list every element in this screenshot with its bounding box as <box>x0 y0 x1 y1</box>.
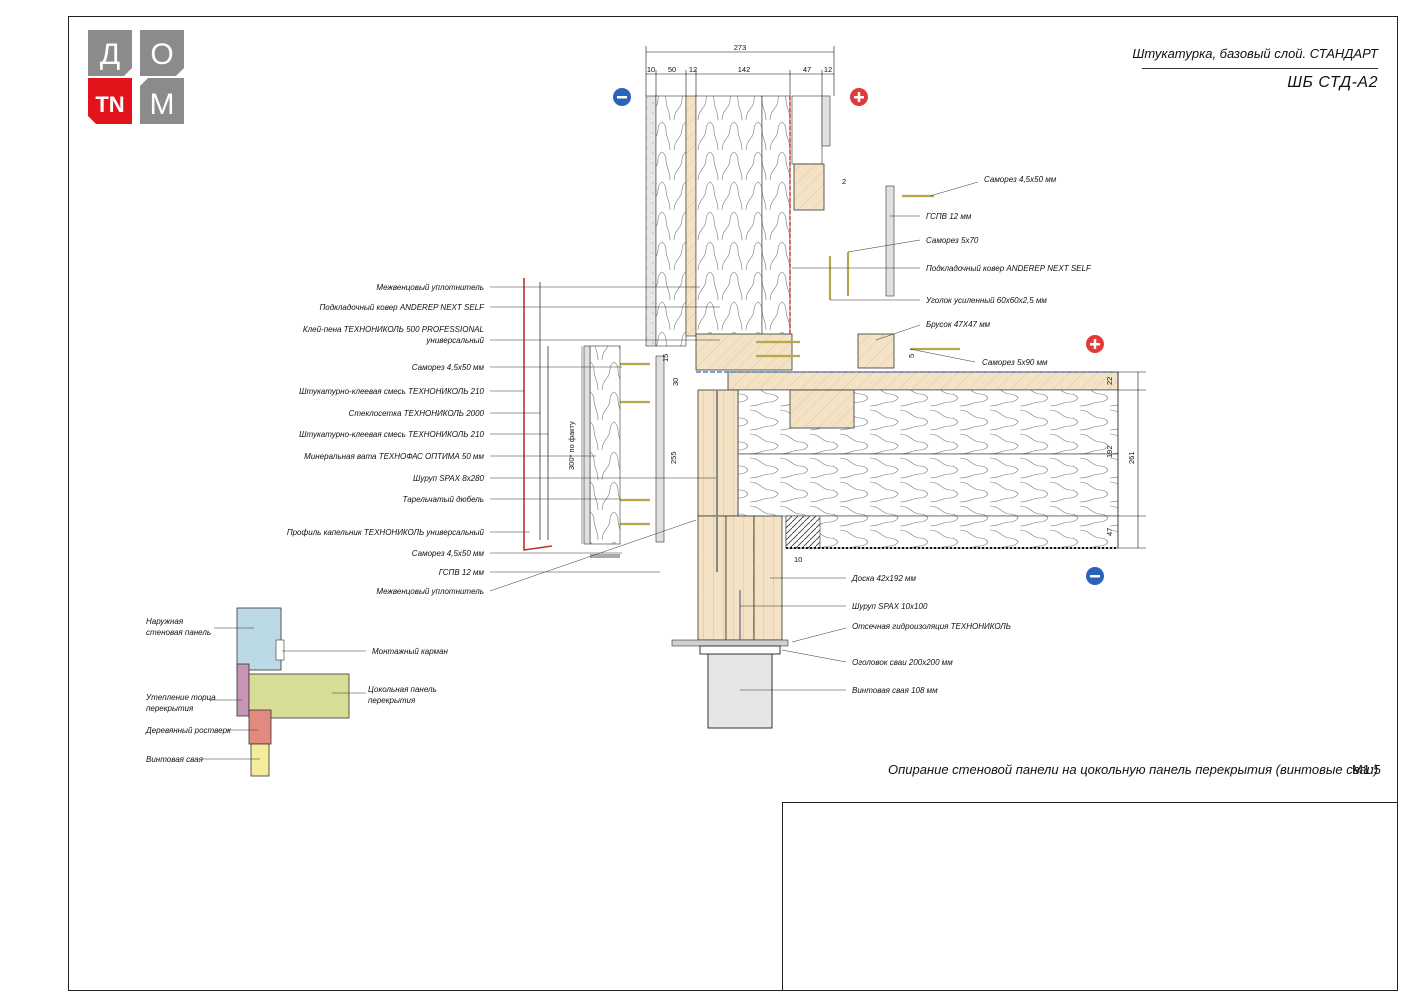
minus-icon-bottom <box>1086 567 1104 585</box>
dim-part-3: 12 <box>689 65 697 74</box>
right-leaders <box>740 181 979 691</box>
label-mesh: Стеклосетка ТЕХНОНИКОЛЬ 2000 <box>349 409 485 418</box>
logo-letter-m: М <box>150 88 175 121</box>
label-gspv-right: ГСПВ 12 мм <box>926 212 972 221</box>
label-mineral-wool: Минеральная вата ТЕХНОФАС ОПТИМА 50 мм <box>304 452 484 461</box>
label-pile-head: Оголовок сваи 200х200 мм <box>852 658 953 667</box>
dim-part-5: 47 <box>803 65 811 74</box>
logo-mark: TN <box>95 92 124 117</box>
drawing-scale: М1:5 <box>1352 762 1381 777</box>
label-foam-glue-2: универсальный <box>425 336 484 345</box>
left-leaders <box>489 286 720 592</box>
inner-drywall <box>885 185 895 297</box>
legend-edge-insulation: Утепление торца <box>145 693 216 702</box>
logo-letter-o: О <box>150 38 173 71</box>
label-drip-profile: Профиль капельник ТЕХНОНИКОЛЬ универсаль… <box>287 528 485 537</box>
sheet-code: ШБ СТД-А2 <box>1287 74 1378 91</box>
plus-icon-right <box>1086 335 1104 353</box>
title-block <box>782 802 1398 991</box>
label-spax-280: Шуруп SPAX 8х280 <box>413 474 484 483</box>
header-divider <box>1142 68 1378 69</box>
dim-255: 255 <box>669 451 678 464</box>
drawing-frame <box>68 16 1398 991</box>
label-screw-5x90: Саморез 5х90 мм <box>982 358 1048 367</box>
dim-5: 5 <box>907 354 916 358</box>
label-screw-5x70: Саморез 5х70 <box>926 236 979 245</box>
company-logo: Д О TN М <box>88 30 184 124</box>
wall-panel <box>645 95 831 371</box>
screws <box>618 194 960 526</box>
label-batten: Брусок 47Х47 мм <box>926 320 991 329</box>
label-angle: Уголок усиленный 60х60х2,5 мм <box>925 296 1047 305</box>
dim-15: 15 <box>661 354 670 362</box>
dim-part-6: 12 <box>824 65 832 74</box>
legend-base-panel: Цокольная панель <box>368 685 437 694</box>
top-dimensions <box>645 46 835 96</box>
dim-gap-2: 2 <box>842 177 846 186</box>
legend-wood-grillage: Деревянный ростверк <box>145 726 232 735</box>
dim-192: 192 <box>1105 445 1114 458</box>
label-underlay-right: Подкладочный ковер ANDERЕР NEXT SELF <box>926 264 1092 273</box>
logo-letter-d: Д <box>100 38 120 71</box>
dim-261: 261 <box>1127 451 1136 464</box>
label-screw-45-right: Саморез 4,5х50 мм <box>984 175 1057 184</box>
label-disc-dowel: Тарельчатый дюбель <box>403 495 484 504</box>
label-plaster-2: Штукатурно-клеевая смесь ТЕХНОНИКОЛЬ 210 <box>299 430 484 439</box>
legend-edge-insulation-2: перекрытия <box>146 704 194 713</box>
drawing-caption: Опирание стеновой панели на цокольную па… <box>888 762 1379 777</box>
dim-10: 10 <box>794 555 802 564</box>
dim-22: 22 <box>1105 377 1114 385</box>
label-interrow-seal-bottom: Межвенцовый уплотнитель <box>376 587 484 596</box>
label-plaster-1: Штукатурно-клеевая смесь ТЕХНОНИКОЛЬ 210 <box>299 387 484 396</box>
legend-mount-pocket: Монтажный карман <box>372 647 449 656</box>
facade-system <box>523 278 665 558</box>
legend-outer-panel: Наружная <box>146 617 184 626</box>
label-spax-100: Шуруп SPAX 10х100 <box>852 602 928 611</box>
dim-total: 273 <box>734 43 747 52</box>
label-screw-45-top: Саморез 4,5х50 мм <box>412 363 485 372</box>
legend-base-panel-2: перекрытия <box>368 696 416 705</box>
dim-30: 30 <box>671 378 680 386</box>
screw-pile <box>707 653 773 729</box>
dim-47: 47 <box>1105 528 1114 536</box>
label-waterproofing: Отсечная гидроизоляция ТЕХНОНИКОЛЬ <box>852 622 1011 631</box>
floor-panel <box>696 371 1119 549</box>
label-underlay-left: Подкладочный ковер ANDEREP NEXT SELF <box>319 303 485 312</box>
sheet-subtitle: Штукатурка, базовый слой. СТАНДАРТ <box>1132 46 1378 61</box>
label-screw-45-bottom: Саморез 4,5х50 мм <box>412 549 485 558</box>
pile-head <box>699 645 781 655</box>
wood-batten <box>857 333 895 369</box>
legend-outer-panel-2: стеновая панель <box>146 628 211 637</box>
label-interrow-seal-top: Межвенцовый уплотнитель <box>376 283 484 292</box>
dim-part-4: 142 <box>738 65 751 74</box>
dim-part-2: 50 <box>668 65 676 74</box>
label-screw-pile: Винтовая свая 108 мм <box>852 686 938 695</box>
label-foam-glue: Клей-пена ТЕХНОНИКОЛЬ 500 PROFESSIONAL <box>303 325 484 334</box>
legend-diagram <box>236 607 350 777</box>
minus-icon-top <box>613 88 631 106</box>
right-dimensions <box>1117 371 1146 549</box>
label-gspv-left: ГСПВ 12 мм <box>439 568 485 577</box>
legend-screw-pile: Винтовая свая <box>146 755 204 764</box>
label-board: Доска 42х192 мм <box>851 574 916 583</box>
dim-300: 300* по факту <box>567 421 576 470</box>
dim-part-1: 10 <box>647 65 655 74</box>
plus-icon-top <box>850 88 868 106</box>
